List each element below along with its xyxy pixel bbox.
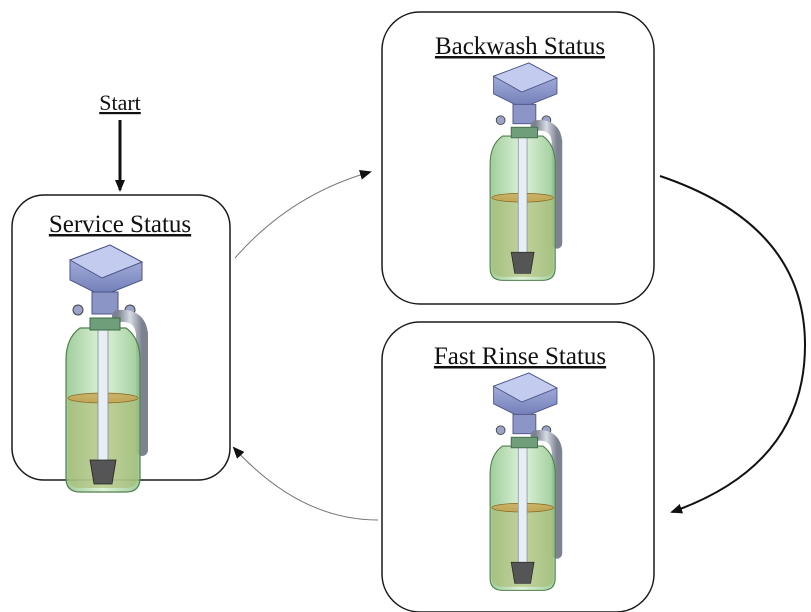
service-status-label: Service Status [49,211,191,238]
backwash-softener-illustration [490,63,557,280]
fast-rinse-softener-illustration [490,373,557,590]
service-status-node: Service Status [11,194,231,492]
backwash-status-node: Backwash Status [381,11,655,305]
arrow-rinse-to-service [232,446,379,521]
arrow-service-to-backwash [234,169,372,259]
fast-rinse-status-label: Fast Rinse Status [434,343,606,370]
backwash-status-label: Backwash Status [435,33,605,60]
service-softener-illustration [66,245,142,492]
start-label: Start [99,90,141,115]
fast-rinse-status-node: Fast Rinse Status [381,321,655,612]
arrow-backwash-to-rinse [659,175,807,514]
